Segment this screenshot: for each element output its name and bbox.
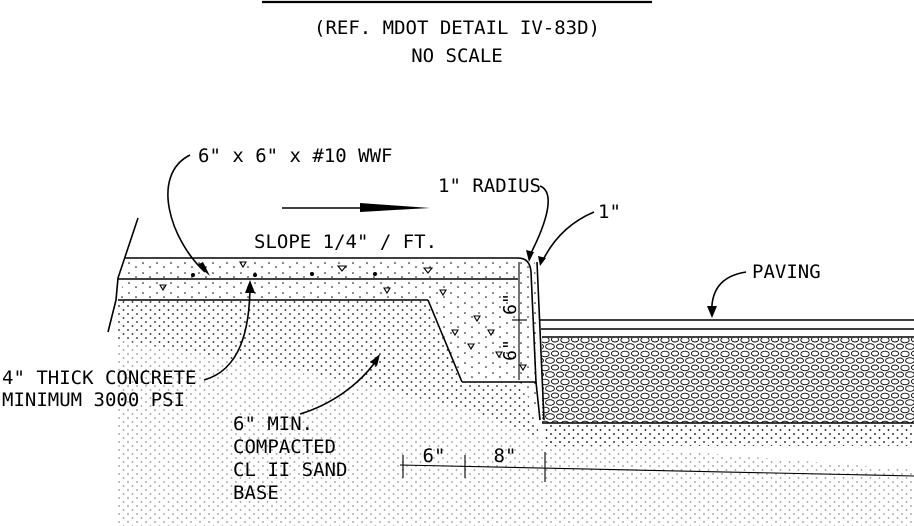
wwf-dots: [191, 272, 377, 277]
dim-8-horizontal: 8": [494, 445, 517, 467]
one-inch-leader-arrow: [538, 256, 546, 266]
wwf-leader: [167, 154, 206, 273]
sand-label-line1: 6" MIN.: [233, 413, 313, 435]
curb-toe: [535, 381, 541, 421]
dim-6-horizontal: 6": [423, 445, 446, 467]
thickened-edge-slope: [427, 299, 463, 383]
aggregate-base-fill: [542, 338, 914, 423]
radius-leader: [529, 185, 549, 256]
wwf-leader-arrow: [197, 262, 210, 276]
curb-back-face: [530, 271, 537, 383]
sand-leader: [299, 357, 379, 415]
bottom-dim-line: [399, 464, 914, 477]
paving-label: PAVING: [752, 261, 821, 283]
paving-leader: [710, 271, 747, 317]
scale-note: NO SCALE: [411, 45, 503, 67]
vertical-dim-6-top: 6": [500, 293, 521, 315]
radius-leader-arrow: [526, 250, 534, 262]
wwf-label: 6" x 6" x #10 WWF: [198, 145, 392, 167]
concrete-aggregate-marks: [159, 261, 527, 372]
slope-arrow-head: [360, 203, 430, 212]
one-inch-label: 1": [598, 201, 621, 223]
slope-label: SLOPE 1/4" / FT.: [254, 231, 437, 253]
concrete-slab-fill: [118, 258, 540, 420]
concrete-label-line1: 4" THICK CONCRETE: [2, 367, 196, 389]
vertical-dim-6-bottom: 6": [500, 339, 521, 361]
reference-note: (REF. MDOT DETAIL IV-83D): [314, 17, 600, 39]
sand-leader-arrow: [370, 354, 380, 366]
sand-label-line3: CL II SAND: [233, 459, 347, 481]
paving-leader-arrow: [707, 306, 717, 318]
sand-label-line4: BASE: [233, 482, 279, 504]
sand-label-line2: COMPACTED: [233, 436, 336, 458]
concrete-label-line2: MINIMUM 3000 PSI: [2, 389, 185, 411]
sand-fade-mask: [118, 340, 914, 526]
one-inch-leader: [541, 211, 595, 263]
concrete-leader-arrow: [245, 280, 255, 293]
subbase-sand-fill: [545, 424, 914, 446]
curb-radius-corner: [517, 257, 532, 273]
concrete-leader: [203, 283, 251, 381]
break-line: [107, 217, 139, 333]
radius-label: 1" RADIUS: [438, 175, 541, 197]
